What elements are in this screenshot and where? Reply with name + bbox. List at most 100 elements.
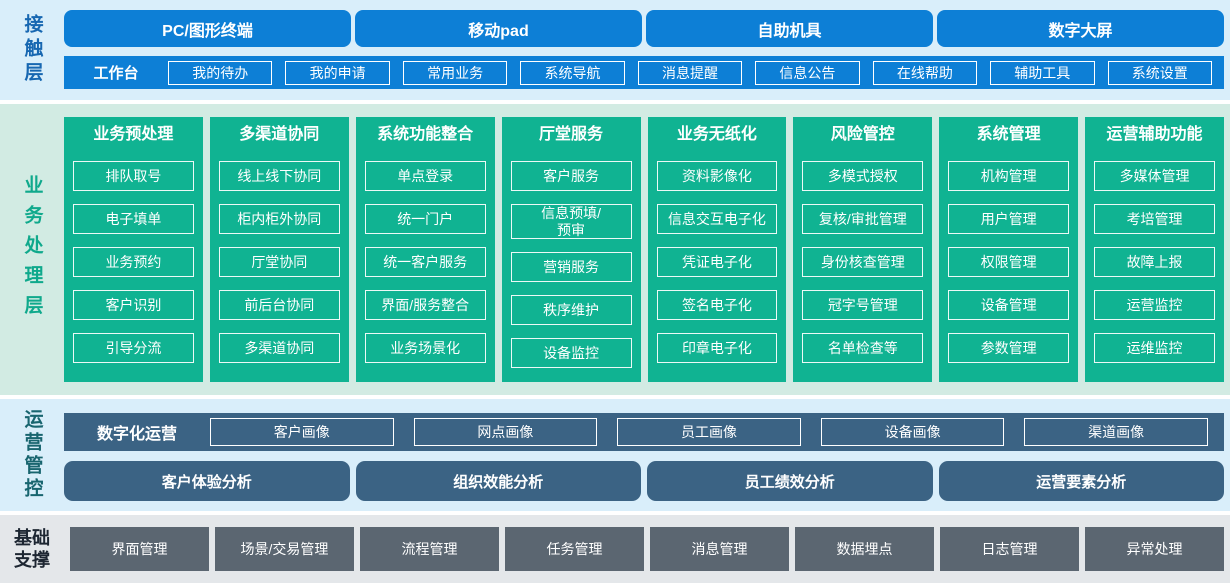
digital-ops-label: 数字化运营 xyxy=(96,426,177,443)
business-column-item: 名单检查等 xyxy=(802,333,924,363)
business-column-item: 多媒体管理 xyxy=(1094,161,1215,191)
foundation-item: 异常处理 xyxy=(1085,527,1224,571)
business-column-item: 复核/审批管理 xyxy=(802,204,924,234)
business-columns-row: 业务预处理排队取号电子填单业务预约客户识别引导分流多渠道协同线上线下协同柜内柜外… xyxy=(64,104,1230,395)
business-column-item: 统一客户服务 xyxy=(364,247,486,277)
foundation-layer-label: 基础支撑 xyxy=(14,527,50,571)
workbench-bar: 工作台 我的待办我的申请常用业务系统导航消息提醒信息公告在线帮助辅助工具系统设置 xyxy=(64,56,1224,89)
contact-layer-label: 接触层 xyxy=(21,14,43,86)
business-column-item: 信息交互电子化 xyxy=(656,204,778,234)
business-column-item: 冠字号管理 xyxy=(802,290,924,320)
business-column-item: 机构管理 xyxy=(948,161,1070,191)
foundation-item: 流程管理 xyxy=(360,527,499,571)
terminal-tab: 自助机具 xyxy=(646,10,933,47)
business-column-item: 电子填单 xyxy=(73,204,194,234)
business-column-title: 厅堂服务 xyxy=(539,126,604,143)
business-column-item: 信息预填/ 预审 xyxy=(510,204,632,239)
business-column-item: 客户识别 xyxy=(73,290,194,320)
business-layer-band: 业务处理层 业务预处理排队取号电子填单业务预约客户识别引导分流多渠道协同线上线下… xyxy=(0,104,1230,395)
business-column-item: 参数管理 xyxy=(948,333,1070,363)
business-column-item: 签名电子化 xyxy=(656,290,778,320)
business-column-item: 多模式授权 xyxy=(802,161,924,191)
business-column-item: 考培管理 xyxy=(1094,204,1215,234)
foundation-item: 数据埋点 xyxy=(795,527,934,571)
business-column-item: 引导分流 xyxy=(73,333,194,363)
business-column-item: 运营监控 xyxy=(1094,290,1215,320)
foundation-layer-gutter: 基础支撑 xyxy=(0,515,64,583)
business-column: 厅堂服务客户服务信息预填/ 预审营销服务秩序维护设备监控 xyxy=(501,117,641,382)
workbench-item: 在线帮助 xyxy=(872,60,978,85)
workbench-items-row: 我的待办我的申请常用业务系统导航消息提醒信息公告在线帮助辅助工具系统设置 xyxy=(168,60,1212,85)
business-column-item: 业务预约 xyxy=(73,247,194,277)
workbench-item: 辅助工具 xyxy=(990,60,1095,85)
business-column-title: 业务预处理 xyxy=(93,126,174,143)
operations-layer-label: 运营管控 xyxy=(21,409,43,501)
business-column: 多渠道协同线上线下协同柜内柜外协同厅堂协同前后台协同多渠道协同 xyxy=(209,117,349,382)
foundation-item: 日志管理 xyxy=(940,527,1079,571)
foundation-item: 消息管理 xyxy=(650,527,789,571)
business-column-item: 单点登录 xyxy=(364,161,486,191)
business-column-item: 客户服务 xyxy=(510,161,632,191)
business-column-item: 印章电子化 xyxy=(656,333,778,363)
profile-chips-row: 客户画像网点画像员工画像设备画像渠道画像 xyxy=(210,418,1208,446)
digital-ops-bar: 数字化运营 客户画像网点画像员工画像设备画像渠道画像 xyxy=(64,413,1224,451)
business-column-item: 前后台协同 xyxy=(218,290,340,320)
business-column-item: 业务场景化 xyxy=(364,333,486,363)
operations-layer-band: 运营管控 数字化运营 客户画像网点画像员工画像设备画像渠道画像 客户体验分析组织… xyxy=(0,399,1230,511)
business-layer-label: 业务处理层 xyxy=(21,174,43,325)
business-column-item: 营销服务 xyxy=(510,252,632,282)
terminal-tab: PC/图形终端 xyxy=(64,10,351,47)
profile-chip: 客户画像 xyxy=(210,418,394,446)
operations-layer-gutter: 运营管控 xyxy=(0,399,64,511)
workbench-item: 常用业务 xyxy=(402,60,508,85)
foundation-layer-band: 基础支撑 界面管理场景/交易管理流程管理任务管理消息管理数据埋点日志管理异常处理 xyxy=(0,515,1230,583)
workbench-item: 系统导航 xyxy=(520,60,625,85)
business-column-title: 系统功能整合 xyxy=(377,126,474,143)
analysis-button: 组织效能分析 xyxy=(355,461,641,501)
foundation-items-row: 界面管理场景/交易管理流程管理任务管理消息管理数据埋点日志管理异常处理 xyxy=(64,515,1230,583)
workbench-item: 我的待办 xyxy=(168,60,273,85)
business-column-title: 多渠道协同 xyxy=(239,126,320,143)
business-column: 系统功能整合单点登录统一门户统一客户服务界面/服务整合业务场景化 xyxy=(355,117,495,382)
business-column-item: 厅堂协同 xyxy=(218,247,340,277)
analysis-button: 客户体验分析 xyxy=(64,461,350,501)
business-column-title: 运营辅助功能 xyxy=(1106,126,1203,143)
workbench-item: 信息公告 xyxy=(755,60,860,85)
profile-chip: 渠道画像 xyxy=(1024,418,1208,446)
business-column-item: 身份核查管理 xyxy=(802,247,924,277)
foundation-item: 任务管理 xyxy=(505,527,644,571)
business-column-item: 权限管理 xyxy=(948,247,1070,277)
foundation-item: 场景/交易管理 xyxy=(215,527,354,571)
contact-layer-gutter: 接触层 xyxy=(0,0,64,100)
business-column-title: 业务无纸化 xyxy=(676,126,757,143)
business-column-item: 线上线下协同 xyxy=(218,161,340,191)
terminal-tab: 数字大屏 xyxy=(937,10,1224,47)
business-column-item: 秩序维护 xyxy=(510,295,632,325)
business-column-title: 系统管理 xyxy=(976,126,1041,143)
business-column-item: 凭证电子化 xyxy=(656,247,778,277)
analysis-button: 运营要素分析 xyxy=(938,461,1224,501)
business-column-item: 多渠道协同 xyxy=(218,333,340,363)
business-column-item: 设备管理 xyxy=(948,290,1070,320)
workbench-item: 消息提醒 xyxy=(637,60,743,85)
business-column-item: 资料影像化 xyxy=(656,161,778,191)
business-column: 系统管理机构管理用户管理权限管理设备管理参数管理 xyxy=(939,117,1079,382)
business-column-item: 设备监控 xyxy=(510,338,632,368)
business-column-item: 用户管理 xyxy=(948,204,1070,234)
business-column: 业务预处理排队取号电子填单业务预约客户识别引导分流 xyxy=(64,117,203,382)
business-column: 业务无纸化资料影像化信息交互电子化凭证电子化签名电子化印章电子化 xyxy=(647,117,787,382)
business-column-item: 排队取号 xyxy=(73,161,194,191)
profile-chip: 设备画像 xyxy=(820,418,1005,446)
analysis-buttons-row: 客户体验分析组织效能分析员工绩效分析运营要素分析 xyxy=(64,461,1224,501)
workbench-label: 工作台 xyxy=(93,65,139,82)
business-column: 风险管控多模式授权复核/审批管理身份核查管理冠字号管理名单检查等 xyxy=(793,117,933,382)
business-column-item: 运维监控 xyxy=(1094,333,1215,363)
business-column-item: 柜内柜外协同 xyxy=(218,204,340,234)
business-column-item: 界面/服务整合 xyxy=(364,290,486,320)
operations-layer-content: 数字化运营 客户画像网点画像员工画像设备画像渠道画像 客户体验分析组织效能分析员… xyxy=(64,399,1230,511)
terminal-tab: 移动pad xyxy=(355,10,642,47)
business-column-item: 统一门户 xyxy=(364,204,486,234)
